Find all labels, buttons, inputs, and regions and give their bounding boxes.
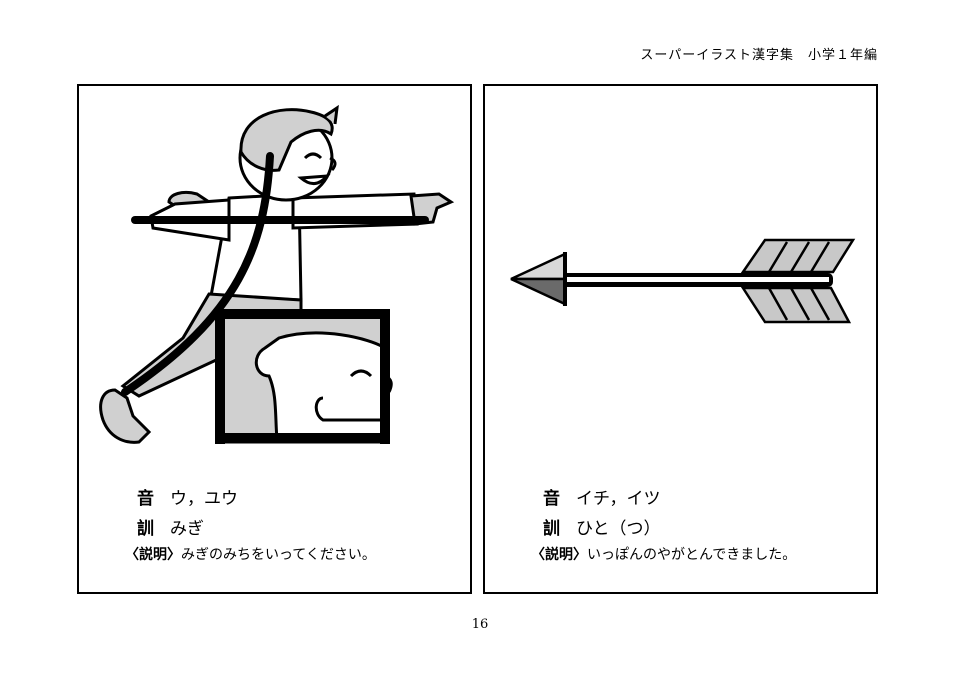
description: 〈説明〉みぎのみちをいってください。 (125, 544, 376, 564)
kun-reading-text: みぎ (170, 519, 204, 539)
kun-reading: 訓ひと（つ） (543, 514, 661, 539)
book-title: スーパーイラスト漢字集 小学１年編 (640, 48, 878, 63)
description-label: 〈説明〉 (125, 547, 181, 563)
description: 〈説明〉いっぽんのやがとんできました。 (531, 544, 796, 564)
description-label: 〈説明〉 (531, 547, 587, 563)
on-reading: 音イチ，イツ (543, 484, 661, 509)
on-reading-text: ウ，ユウ (170, 489, 238, 509)
on-reading: 音ウ，ユウ (137, 484, 238, 509)
kun-label: 訓 (137, 519, 154, 539)
boy-pointing-right-illustration (99, 104, 455, 444)
kanji-card-ya: 音イチ，イツ 訓ひと（つ） 〈説明〉いっぽんのやがとんできました。 (483, 84, 878, 594)
on-reading-text: イチ，イツ (576, 489, 661, 509)
on-label: 音 (543, 489, 560, 509)
page-number: 16 (471, 617, 489, 632)
description-text: いっぽんのやがとんできました。 (587, 547, 797, 563)
kanji-card-migi: 音ウ，ユウ 訓みぎ 〈説明〉みぎのみちをいってください。 (77, 84, 472, 594)
on-label: 音 (137, 489, 154, 509)
kun-reading: 訓みぎ (137, 514, 204, 539)
kun-reading-text: ひと（つ） (576, 519, 661, 539)
description-text: みぎのみちをいってください。 (181, 547, 376, 563)
arrow-illustration (510, 238, 856, 324)
kun-label: 訓 (543, 519, 560, 539)
